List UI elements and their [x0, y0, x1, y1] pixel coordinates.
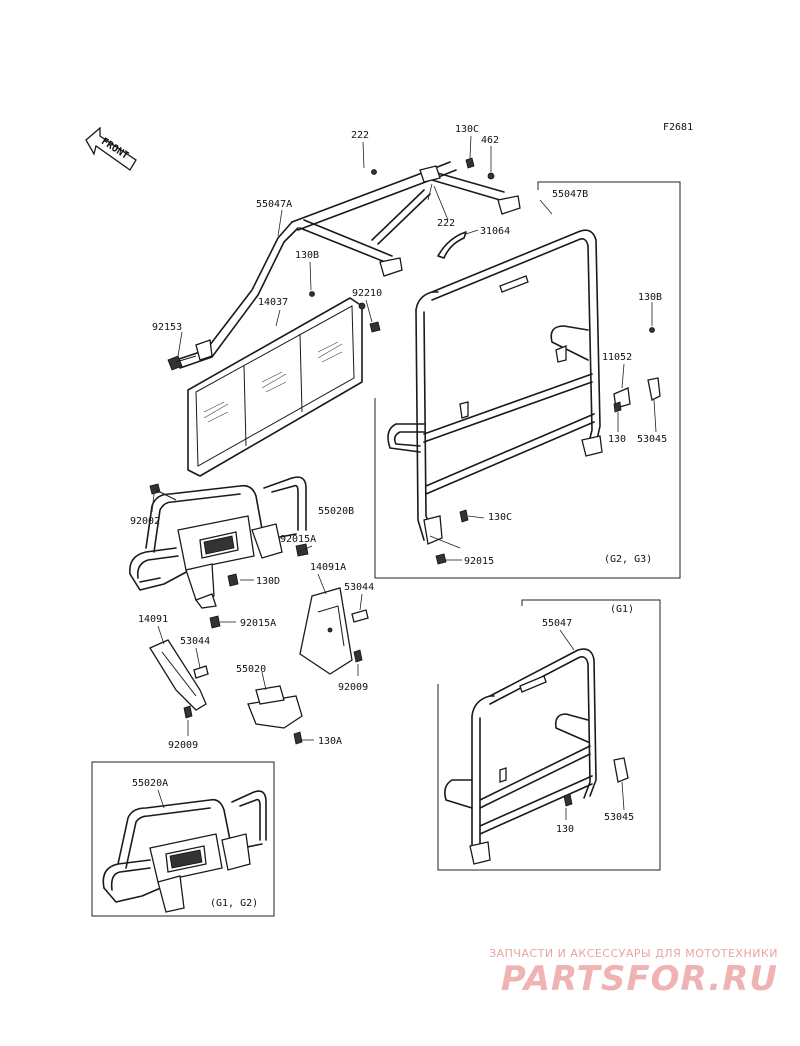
label-92002: 92002	[130, 516, 160, 527]
label-92015-mid: 92015	[464, 556, 494, 567]
label-55020B: 55020B	[318, 506, 354, 517]
guard-14091	[149, 639, 207, 711]
label-130-low: 130	[556, 824, 574, 835]
bolt-130-low	[563, 793, 573, 807]
plate-55020	[247, 685, 303, 729]
label-92009-left: 92009	[168, 740, 198, 751]
clip-53044-left	[193, 665, 209, 679]
rear-frame-55047B	[387, 229, 603, 545]
latch-53045-low	[613, 757, 629, 783]
label-130B-left: 130B	[295, 250, 319, 261]
bolt-130-right	[613, 401, 622, 413]
front-bumper-55020B	[129, 476, 307, 609]
label-14091: 14091	[138, 614, 168, 625]
nut-462	[487, 172, 495, 180]
label-53044-left: 53044	[180, 636, 210, 647]
label-222-top: 222	[351, 130, 369, 141]
front-bumper-55020A	[102, 790, 267, 913]
variant-g2-g3: (G2, G3)	[604, 554, 652, 565]
label-92015A-low: 92015A	[240, 618, 276, 629]
label-130B-right: 130B	[638, 292, 662, 303]
label-130C-mid: 130C	[488, 512, 512, 523]
label-130-right: 130	[608, 434, 626, 445]
label-92015A-mid: 92015A	[280, 534, 316, 545]
label-14091A: 14091A	[310, 562, 346, 573]
bolt-130D	[227, 573, 239, 587]
label-11052: 11052	[602, 352, 632, 363]
box-55047B	[374, 181, 681, 579]
box-55020A	[91, 761, 275, 917]
bolt-130C-mid	[459, 509, 469, 523]
latch-53045-right	[647, 377, 661, 401]
bolt-130C-top	[465, 157, 475, 169]
label-55020A: 55020A	[132, 778, 168, 789]
label-222-mid: 222	[437, 218, 455, 229]
label-31064: 31064	[480, 226, 510, 237]
label-55020: 55020	[236, 664, 266, 675]
bolt-130A	[293, 731, 303, 745]
bolt-92009-right	[353, 649, 363, 663]
label-130A: 130A	[318, 736, 342, 747]
box-55047-g1	[437, 599, 661, 871]
watermark-tagline: ЗАПЧАСТИ И АКСЕССУАРЫ ДЛЯ МОТОТЕХНИКИ	[489, 947, 778, 960]
bolt-130B-right	[649, 327, 655, 333]
bolt-92153	[167, 355, 197, 371]
strap-31064	[437, 231, 467, 259]
label-14037: 14037	[258, 297, 288, 308]
part-labels: 222 130C 462 55047A 55047B 222 31064 130…	[130, 124, 667, 835]
variant-g1-g2: (G1, G2)	[210, 898, 258, 909]
mesh-panel-14037	[187, 297, 366, 477]
front-arrow-icon: FRONT	[85, 126, 137, 171]
bolt-130B-left	[309, 291, 315, 297]
label-92210: 92210	[352, 288, 382, 299]
watermark: ЗАПЧАСТИ И АКСЕССУАРЫ ДЛЯ МОТОТЕХНИКИ PA…	[489, 947, 778, 996]
label-55047A: 55047A	[256, 199, 292, 210]
figure-code: F2681	[663, 122, 693, 133]
label-92153: 92153	[152, 322, 182, 333]
label-130D: 130D	[256, 576, 280, 587]
label-53045-right: 53045	[637, 434, 667, 445]
bolt-92002	[149, 483, 177, 501]
label-55047: 55047	[542, 618, 572, 629]
guard-14091A	[299, 587, 353, 675]
label-92009-right: 92009	[338, 682, 368, 693]
variant-g1: (G1)	[610, 604, 634, 615]
clip-53044-right	[351, 609, 369, 623]
nut-92210	[369, 321, 381, 333]
label-130C-top: 130C	[455, 124, 479, 135]
label-55047B: 55047B	[552, 189, 588, 200]
bolt-92009-left	[183, 705, 193, 719]
roll-cage-upper-55047A	[175, 161, 521, 369]
label-53044-right: 53044	[344, 582, 374, 593]
nut-92015	[435, 553, 447, 565]
label-53045-low: 53045	[604, 812, 634, 823]
nut-92015A-low	[209, 615, 221, 629]
watermark-brand: PARTSFOR.RU	[500, 959, 778, 999]
leader-lines	[151, 135, 657, 820]
rear-frame-55047	[444, 648, 597, 865]
label-462: 462	[481, 135, 499, 146]
